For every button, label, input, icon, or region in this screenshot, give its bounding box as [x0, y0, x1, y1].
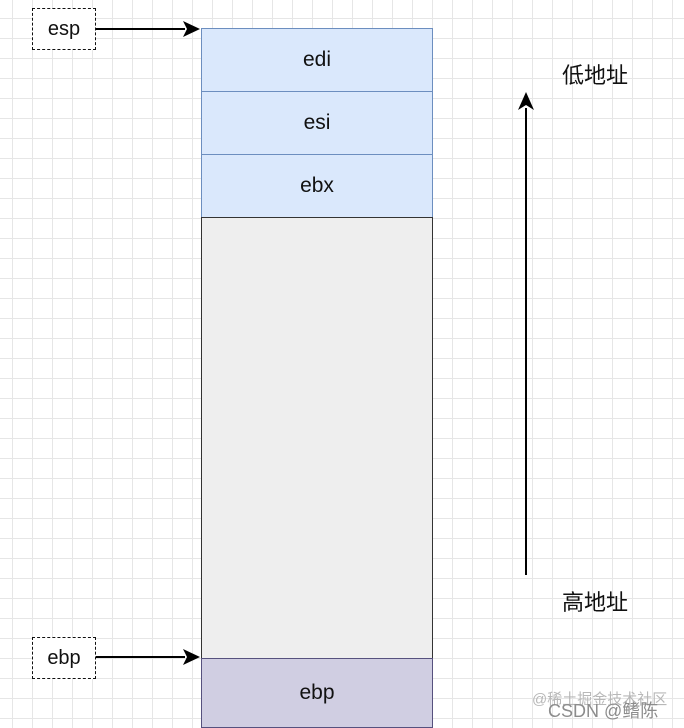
- ebp-pointer-box: ebp: [32, 637, 96, 679]
- high-address-label: 高地址: [562, 590, 629, 615]
- stack-cell-edi: edi: [201, 28, 433, 92]
- stack-cell-label: edi: [302, 48, 332, 71]
- esp-pointer-label: esp: [47, 17, 81, 40]
- low-address-label: 低地址: [562, 63, 629, 88]
- stack-cell-label: esi: [303, 111, 331, 134]
- esp-arrow: [96, 21, 200, 37]
- stack-cell-label: ebp: [299, 681, 335, 704]
- ebp-pointer-label: ebp: [47, 646, 81, 669]
- esp-pointer-box: esp: [32, 8, 96, 50]
- ebp-arrow: [96, 649, 200, 665]
- stack-cell-label: ebx: [300, 174, 334, 197]
- address-direction-arrow: [518, 92, 534, 575]
- watermark-line1: @稀土掘金技术社区: [532, 691, 668, 708]
- watermark-line2: CSDN @鳍陈: [548, 701, 659, 721]
- stack-cell-ebx: ebx: [201, 154, 433, 218]
